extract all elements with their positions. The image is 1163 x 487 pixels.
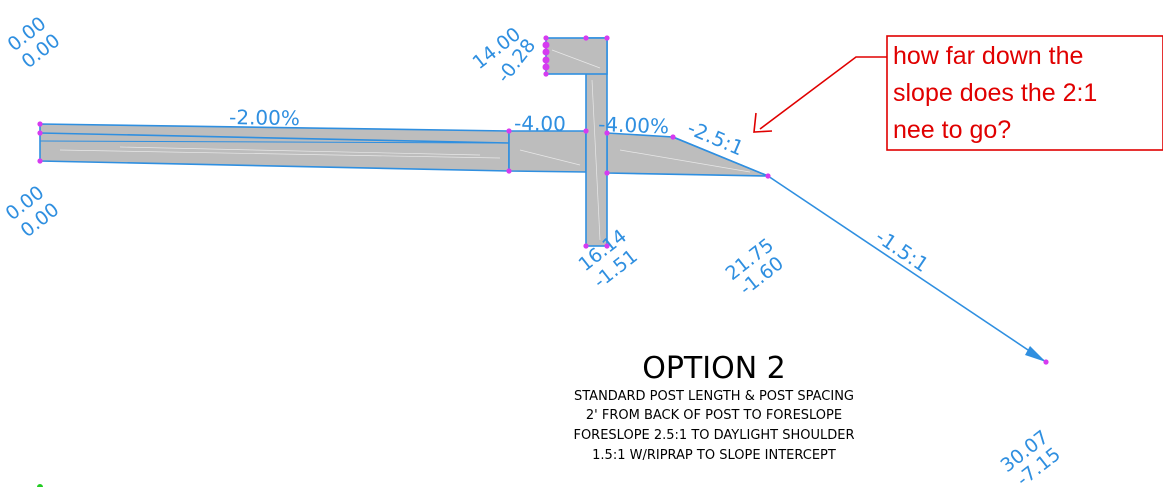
callout-arrowhead (753, 112, 773, 133)
slope-lines (672, 136, 1047, 363)
option-note-1: STANDARD POST LENGTH & POST SPACING (574, 389, 854, 404)
option-note-2: 2' FROM BACK OF POST TO FORESLOPE (586, 408, 842, 423)
pavement-bottom-line (39, 140, 510, 144)
shoulder-slope-label: -2.00% (229, 105, 300, 130)
callout-line-2: slope does the 2:1 (893, 79, 1097, 107)
section-hatching (59, 49, 751, 241)
post-left-slope-label: -4.00 (514, 111, 566, 136)
option-note-3: FORESLOPE 2.5:1 TO DAYLIGHT SHOULDER (573, 428, 854, 443)
vertex-markers (37, 35, 1049, 365)
riprap-slope-line (767, 175, 1047, 363)
question-callout: how far down the slope does the 2:1 nee … (753, 35, 1163, 151)
foreslope-line (672, 136, 769, 177)
guardrail-blockout (545, 37, 608, 75)
callout-leader (759, 56, 887, 130)
post-zone-slab (508, 130, 587, 173)
origin-marker (37, 484, 43, 487)
roadway-section (39, 37, 769, 247)
callout-line-3: nee to go? (893, 116, 1011, 144)
pavement-edge-line (39, 132, 510, 144)
option-title-block: OPTION 2 STANDARD POST LENGTH & POST SPA… (573, 351, 854, 463)
post-right-slope-label: -4.00% (598, 112, 670, 138)
slope-arrowhead (1025, 346, 1046, 362)
callout-line-1: how far down the (893, 42, 1083, 70)
callout-box (886, 35, 1163, 151)
shoulder-slab (39, 123, 510, 172)
option-heading: OPTION 2 (642, 351, 786, 386)
option-note-4: 1.5:1 W/RIPRAP TO SLOPE INTERCEPT (592, 448, 836, 463)
